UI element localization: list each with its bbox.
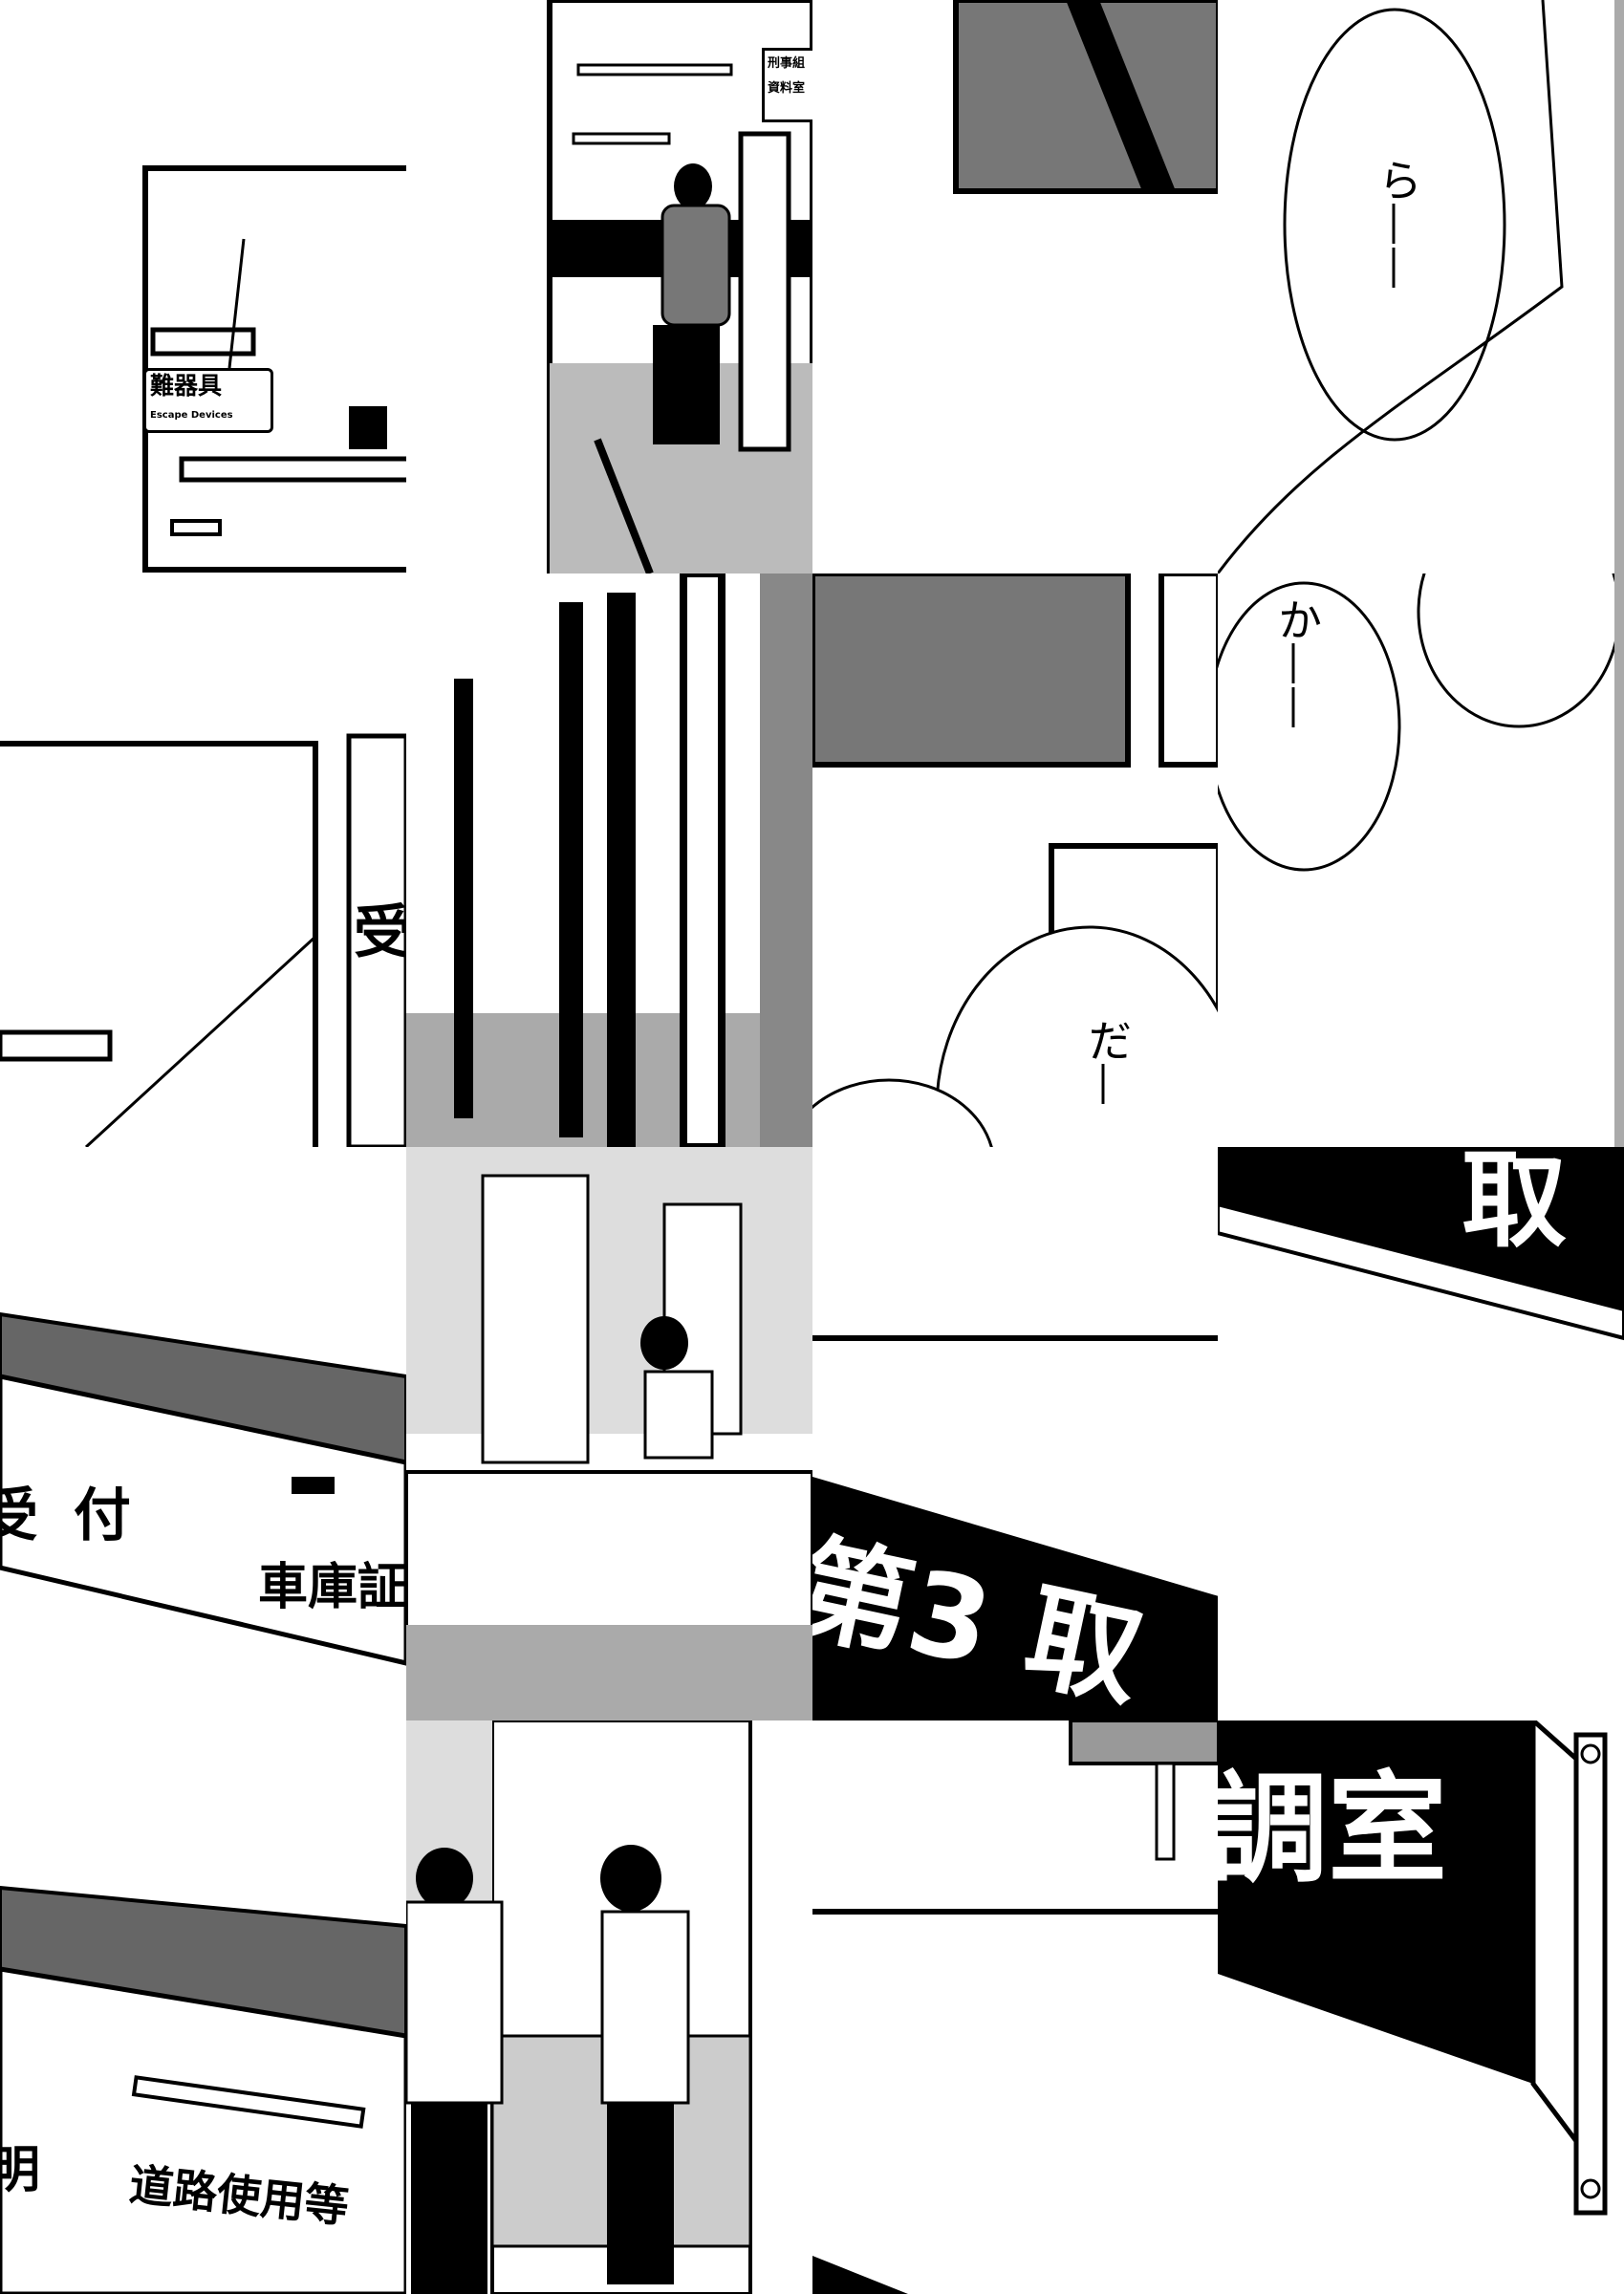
speech-bubble-ra: ら—— — [1372, 158, 1423, 290]
sign-interrogation-room: 調室 — [1218, 1761, 1447, 1899]
sign-fragment-mei: 明 — [0, 2142, 41, 2199]
tile-speech-ra: ら—— — [1218, 0, 1624, 574]
tile-escape-sign: 難器具 Escape Devices — [0, 0, 406, 574]
sign-jp: 難器具 — [150, 372, 223, 400]
sign-reception: 受 付 — [0, 1482, 139, 1549]
sign-fragment-tori: 取 — [1462, 1147, 1567, 1262]
office-sign-line1: 刑事組 — [768, 56, 806, 71]
tile-counter-corner: 受 — [0, 574, 406, 1147]
tile-two-men-counter — [406, 1720, 812, 2294]
office-sign: 刑事組 資料室 — [762, 48, 812, 122]
tile-room-sign-chou: 調室 — [1218, 1720, 1624, 2294]
tile-room-sign-tori: 取 — [1218, 1147, 1624, 1720]
speech-bubble-ka: か—— — [1271, 597, 1323, 729]
sign-garage-cert: 車庫証 — [258, 1559, 406, 1616]
tile-corridor-doors — [406, 574, 812, 1147]
tile-dark-frame — [812, 0, 1219, 574]
tile-counter-sign-bottom: 明 道路使用等 — [0, 1720, 406, 2294]
sign-fragment-uke: 受 — [354, 899, 406, 966]
tile-counter-sign-top: 受 付 車庫証 — [0, 1147, 406, 1720]
speech-bubble-da: だ— — [1081, 1018, 1133, 1106]
escape-devices-sign: 難器具 Escape Devices — [143, 368, 273, 433]
tile-hallway-man: 刑事組 資料室 — [406, 0, 812, 574]
office-sign-line2: 資料室 — [768, 81, 806, 96]
tile-speech-da: だ— — [812, 574, 1219, 1147]
tile-sign-bracket — [812, 1720, 1219, 2294]
tile-speech-ka: か—— — [1218, 574, 1624, 1147]
tile-office-counter — [406, 1147, 812, 1720]
sign-en: Escape Devices — [150, 410, 233, 421]
tile-room-sign-3: 第3 取 — [812, 1147, 1219, 1720]
